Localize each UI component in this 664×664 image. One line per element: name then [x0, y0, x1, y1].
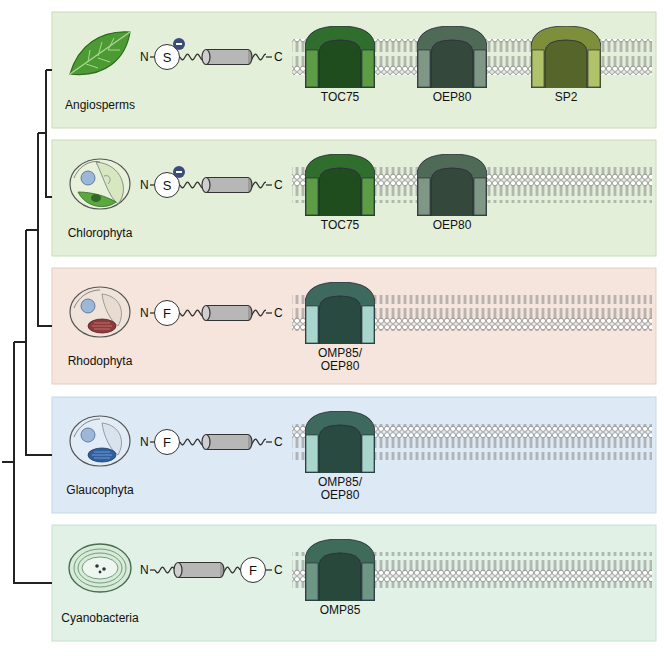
- terminus-label: N: [140, 305, 149, 321]
- leaf-icon: [70, 32, 130, 75]
- clade-panel: Chlorophyta S TOC75 OEP80: [52, 140, 656, 256]
- panel-ground: [52, 525, 656, 641]
- organism-name: Cyanobacteria: [52, 611, 148, 625]
- barrel-shape: [417, 154, 487, 216]
- green-alga-icon: [70, 159, 130, 209]
- omp85-barrel: TOC75: [300, 154, 380, 232]
- signal-letter: S: [163, 51, 172, 64]
- signal-letter: F: [249, 564, 257, 577]
- negative-charge: [173, 166, 185, 178]
- signal-letter: F: [163, 436, 171, 449]
- barrel-shape: [305, 411, 375, 473]
- barrel-shape: [305, 282, 375, 344]
- clade-panel: Angiosperms S TOC75 OEP80 SP2: [52, 12, 656, 128]
- panel-ground: [52, 397, 656, 513]
- barrel-shape: [417, 26, 487, 88]
- omp85-barrel: TOC75: [300, 26, 380, 104]
- cyanobacterium-icon: [69, 544, 131, 592]
- terminus-label: C: [274, 177, 283, 193]
- omp85-barrel: OMP85/ OEP80: [300, 282, 380, 373]
- terminus-label: C: [274, 562, 283, 578]
- helix-body: [206, 435, 248, 450]
- protein-name: TOC75: [312, 91, 368, 104]
- signal-letter: F: [163, 307, 171, 320]
- panel-backgrounds: [52, 12, 656, 641]
- targeting-signal: S: [154, 172, 180, 198]
- organism-name: Angiosperms: [52, 98, 148, 112]
- protein-name: OMP85: [312, 604, 368, 617]
- targeting-signal: F: [154, 429, 180, 455]
- signal-letter: S: [163, 179, 172, 192]
- targeting-signal: F: [240, 557, 266, 583]
- omp85-barrel: OEP80: [412, 26, 492, 104]
- minus-bar: [176, 171, 182, 173]
- panel-schematic: [150, 424, 652, 460]
- omp85-barrel: OMP85: [300, 539, 380, 617]
- clade-panel: Cyanobacteria F OMP85: [52, 525, 656, 641]
- terminus-label: N: [140, 49, 149, 65]
- protein-schematics: [150, 39, 652, 588]
- panel-ground: [52, 12, 656, 128]
- terminus-label: N: [140, 177, 149, 193]
- helix-body: [206, 178, 248, 193]
- barrel-shape: [305, 154, 375, 216]
- negative-charge: [173, 38, 185, 50]
- omp85-barrel: OEP80: [412, 154, 492, 232]
- minus-bar: [176, 43, 182, 45]
- protein-name: OEP80: [424, 91, 480, 104]
- panel-schematic: [150, 295, 652, 331]
- targeting-signal: F: [154, 300, 180, 326]
- terminus-label: C: [274, 434, 283, 450]
- protein-name: OMP85/ OEP80: [312, 476, 368, 502]
- red-alga-icon: [70, 287, 130, 337]
- omp85-barrel: SP2: [526, 26, 606, 104]
- terminus-label: C: [274, 49, 283, 65]
- terminus-label: C: [274, 305, 283, 321]
- panel-schematic: [150, 167, 652, 203]
- barrel-shape: [305, 26, 375, 88]
- glaucophyte-icon: [70, 416, 130, 466]
- barrel-shape: [305, 539, 375, 601]
- helix-body: [206, 50, 248, 65]
- organism-name: Rhodophyta: [52, 354, 148, 368]
- protein-name: SP2: [538, 91, 594, 104]
- terminus-label: N: [140, 562, 149, 578]
- panel-ground: [52, 268, 656, 384]
- terminus-label: N: [140, 434, 149, 450]
- helix-body: [206, 306, 248, 321]
- protein-name: OMP85/ OEP80: [312, 347, 368, 373]
- phylogenetic-tree: [2, 70, 52, 583]
- organism-name: Chlorophyta: [52, 226, 148, 240]
- tree-branches: [2, 70, 52, 583]
- protein-name: TOC75: [312, 219, 368, 232]
- targeting-signal: S: [154, 44, 180, 70]
- barrel-shape: [531, 26, 601, 88]
- protein-name: OEP80: [424, 219, 480, 232]
- omp85-barrel: OMP85/ OEP80: [300, 411, 380, 502]
- helix-body: [178, 563, 220, 578]
- organism-name: Glaucophyta: [52, 483, 148, 497]
- clade-panel: Rhodophyta F OMP85/ OEP80: [52, 268, 656, 384]
- panel-ground: [52, 140, 656, 256]
- panel-schematic: [150, 552, 652, 588]
- clade-panel: Glaucophyta F OMP85/ OEP80: [52, 397, 656, 513]
